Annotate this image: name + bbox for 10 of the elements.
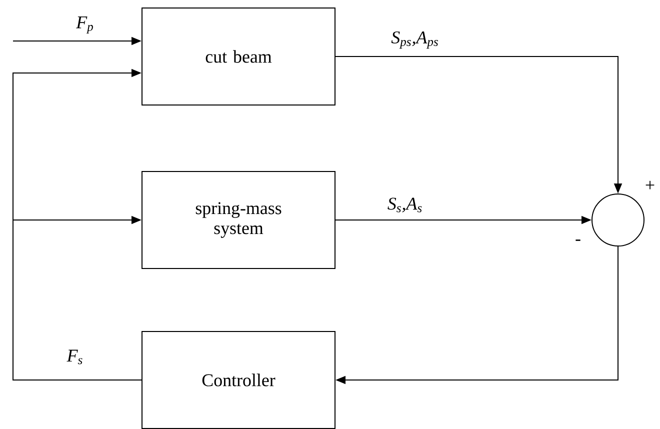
process-box: Controller [142, 331, 336, 429]
edge-label: S$_{s}$,A$_{s}$ [386, 196, 424, 214]
edge-label: S$_{ps}$,A$_{ps}$ [390, 30, 440, 50]
sign-label: + [646, 180, 654, 190]
edge-label: F$_{s}$ [66, 348, 84, 366]
process-box: spring-mass system [142, 171, 336, 269]
summing-junction [592, 194, 644, 246]
edge-label: F$_{p}$ [75, 16, 95, 34]
arrow [12, 216, 142, 380]
process-box: cut beam [142, 8, 336, 106]
